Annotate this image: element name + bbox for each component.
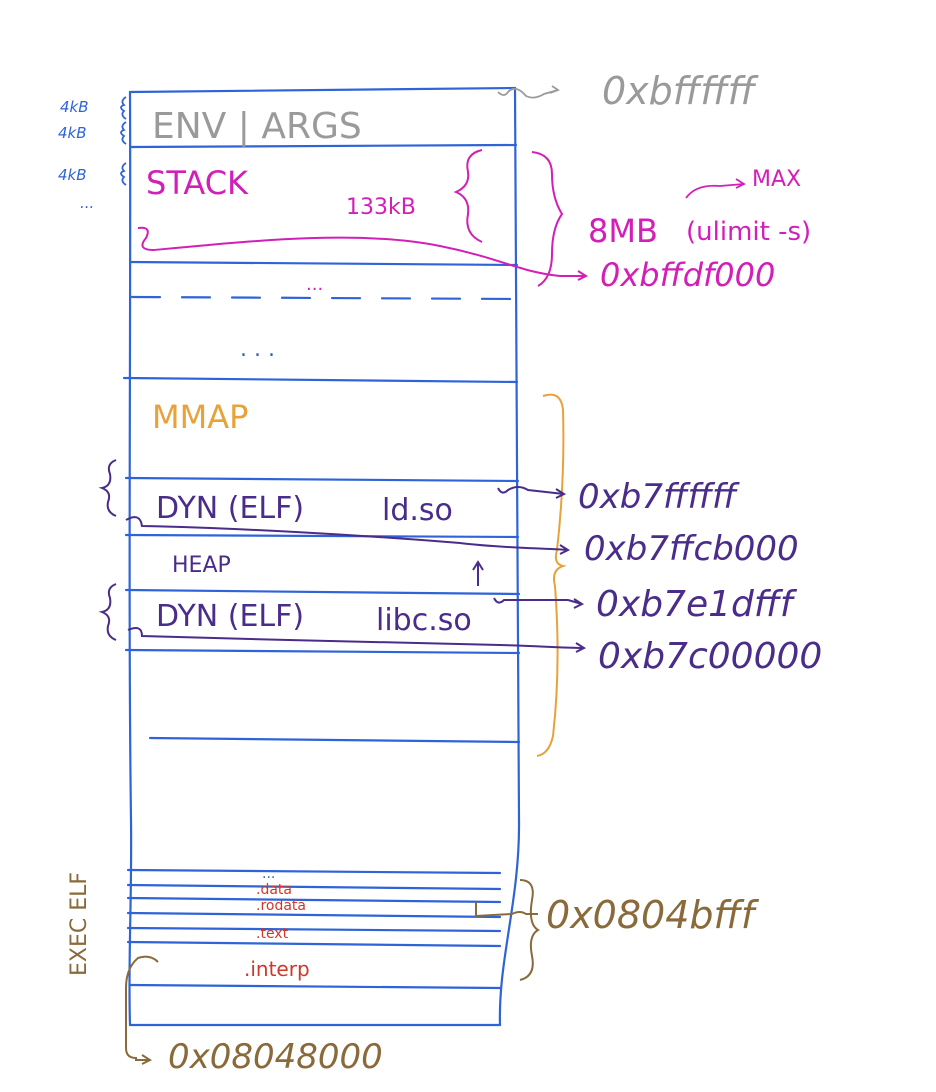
stack-size-label: 133kB — [346, 195, 416, 220]
heap-growth-arrow — [472, 560, 484, 586]
size-label-1: 4kB — [60, 98, 89, 116]
stack-pointer-curve — [137, 226, 589, 281]
stack-max-label: MAX — [752, 167, 801, 192]
libc-bottom-pointer — [127, 627, 587, 653]
gap-dashed-line — [130, 295, 519, 301]
libc-top-arrow — [493, 597, 585, 609]
ld-name-label: ld.so — [382, 493, 453, 528]
exec-line-5 — [126, 926, 502, 933]
memory-column — [122, 86, 521, 1027]
ld-top-address: 0xb7ffffff — [578, 477, 740, 517]
libc-dyn-label: DYN (ELF) — [156, 599, 304, 634]
exec-bottom-address: 0x08048000 — [168, 1037, 383, 1077]
mmap-label: MMAP — [152, 398, 248, 436]
ld-top-line — [124, 476, 520, 483]
exec-dots: ... — [262, 866, 275, 882]
libc-top-address: 0xb7e1dfff — [596, 584, 798, 625]
libc-name-label: libc.so — [376, 603, 472, 638]
stack-label: STACK — [146, 164, 249, 202]
exec-sections: ... .data .rodata .text .interp — [244, 866, 310, 981]
section-data: .data — [256, 882, 292, 898]
size-braces — [120, 96, 127, 186]
exec-line-2 — [126, 883, 502, 891]
stack-bottom-line — [128, 260, 519, 267]
exec-lines — [125, 879, 540, 1065]
stack-ulimit: (ulimit -s) — [686, 217, 811, 247]
mmap-bottom-line — [148, 736, 521, 744]
libc-brace — [98, 583, 117, 641]
stack-size-brace — [453, 149, 483, 243]
env-divider — [129, 143, 518, 149]
dyn-lines — [98, 459, 587, 653]
top-address-label: 0xbffffff — [602, 69, 759, 113]
stack-max-brace — [531, 151, 564, 287]
ld-dyn-label: DYN (ELF) — [156, 491, 304, 526]
exec-brace — [519, 879, 540, 981]
dyn-segments: DYN (ELF) ld.so HEAP DYN (ELF) libc.so — [156, 491, 472, 638]
ld-top-arrow — [497, 486, 567, 499]
stack-address-label: 0xbffdf000 — [600, 256, 775, 294]
stack-max-arrow — [685, 178, 746, 199]
size-label-3: 4kB — [58, 166, 87, 184]
exec-top-address: 0x0804bfff — [546, 893, 760, 937]
heap-label: HEAP — [172, 553, 231, 578]
exec-bracket-label: EXEC ELF — [67, 872, 92, 976]
size-label-2: 4kB — [58, 124, 87, 142]
column-left-edge — [128, 90, 133, 1027]
exec-line-1 — [126, 868, 502, 875]
exec-line-4 — [126, 911, 502, 919]
exec-bottom-pointer — [125, 955, 159, 1065]
libc-bottom-line — [124, 648, 521, 655]
exec-line-7 — [128, 983, 502, 990]
dyn-addresses: 0xb7ffffff 0xb7ffcb000 0xb7e1dfff 0xb7c0… — [578, 477, 822, 677]
ld-bottom-line — [124, 533, 520, 539]
exec-line-3 — [126, 896, 502, 904]
size-annotations: 4kB 4kB 4kB ... — [58, 98, 94, 212]
ld-bottom-pointer — [125, 516, 571, 555]
exec-line-6 — [126, 940, 502, 948]
section-text: .text — [256, 926, 289, 942]
column-right-edge — [498, 86, 521, 1027]
libc-bottom-address: 0xb7c00000 — [598, 636, 822, 677]
ld-bottom-address: 0xb7ffcb000 — [584, 529, 799, 569]
size-label-4: ... — [80, 194, 94, 212]
libc-top-line — [124, 588, 521, 596]
gap-dots-top: ... — [306, 274, 323, 295]
mmap-brace — [536, 393, 567, 757]
stack-max-size: 8MB — [588, 212, 658, 250]
top-address-arrow — [497, 85, 560, 99]
column-top-line — [128, 86, 517, 94]
env-args-label: ENV | ARGS — [152, 106, 362, 147]
section-interp: .interp — [244, 957, 310, 981]
section-rodata: .rodata — [256, 898, 306, 914]
mmap-top-line — [122, 376, 519, 384]
exec-top-arrow — [475, 902, 538, 918]
ld-brace — [98, 459, 117, 517]
gap-dots-middle: . . . — [240, 337, 275, 362]
